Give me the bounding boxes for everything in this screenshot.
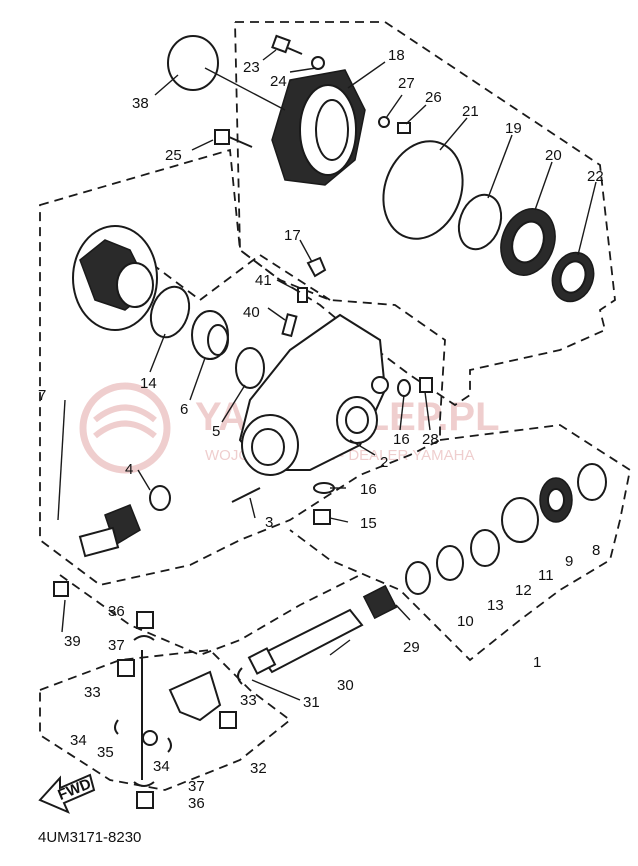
part-number: 5 xyxy=(212,423,220,440)
part-3-stud xyxy=(231,487,261,503)
part-number: 2 xyxy=(380,454,388,471)
part-number: 28 xyxy=(422,431,439,448)
part-18-bearing-housing xyxy=(271,69,366,186)
part-number: 10 xyxy=(457,613,474,630)
part-33-cap-right xyxy=(219,711,237,729)
part-number: 35 xyxy=(97,744,114,761)
part-number: 6 xyxy=(180,401,188,418)
part-7-ring-gear xyxy=(72,225,158,331)
part-41-clip xyxy=(297,287,308,303)
part-15-drain-plug xyxy=(313,509,331,525)
part-number: 1 xyxy=(533,654,541,671)
part-number: 40 xyxy=(243,304,260,321)
part-number: 34 xyxy=(153,758,170,775)
part-number: 14 xyxy=(140,375,157,392)
diagram-code: 4UM3171-8230 xyxy=(38,829,141,846)
part-5-ring xyxy=(235,347,265,389)
part-36-cap-lower xyxy=(136,791,154,809)
part-33-cap-left xyxy=(117,659,135,677)
part-number: 37 xyxy=(188,778,205,795)
part-number: 30 xyxy=(337,677,354,694)
part-number: 33 xyxy=(240,692,257,709)
part-34-circlip-right xyxy=(167,737,172,753)
part-6-needle-bearing xyxy=(191,310,229,360)
part-23-bolt xyxy=(271,34,303,55)
part-7-pinion-gear xyxy=(78,504,141,558)
part-37-circlip-lower xyxy=(133,781,155,787)
part-number: 36 xyxy=(108,603,125,620)
part-27-washer xyxy=(378,116,390,128)
part-number-labels: 1 2 3 4 5 6 7 8 9 10 11 12 13 14 15 16 1… xyxy=(38,47,604,812)
part-number: 4 xyxy=(125,461,133,478)
part-number: 3 xyxy=(265,514,273,531)
assembly-boundaries xyxy=(39,21,632,791)
part-number: 24 xyxy=(270,73,287,90)
part-8-seal xyxy=(577,463,607,501)
part-14-bearing xyxy=(149,285,191,339)
part-number: 13 xyxy=(487,597,504,614)
part-29-bearing xyxy=(362,584,398,620)
part-number: 41 xyxy=(255,272,272,289)
part-4-spacer xyxy=(149,485,171,511)
part-number: 22 xyxy=(587,168,604,185)
part-number: 33 xyxy=(84,684,101,701)
part-37-circlip-upper xyxy=(133,635,155,641)
part-38-oring xyxy=(167,35,219,91)
part-number: 39 xyxy=(64,633,81,650)
part-28-plug xyxy=(419,377,433,393)
part-number: 37 xyxy=(108,637,125,654)
part-number: 25 xyxy=(165,147,182,164)
part-number: 18 xyxy=(388,47,405,64)
part-12-oring xyxy=(470,529,500,567)
part-16-gasket-upper xyxy=(397,379,411,397)
part-number: 9 xyxy=(565,553,573,570)
part-number: 16 xyxy=(360,481,377,498)
part-number: 16 xyxy=(393,431,410,448)
part-number: 17 xyxy=(284,227,301,244)
part-11-cam xyxy=(501,497,539,543)
part-17-breather xyxy=(306,256,327,278)
part-10-bearing xyxy=(405,561,431,595)
part-2-gear-case xyxy=(238,313,389,476)
part-30-drive-shaft xyxy=(247,608,364,675)
part-32-universal-joint xyxy=(141,650,222,780)
part-26-bolt xyxy=(397,122,411,134)
part-number: 19 xyxy=(505,120,522,137)
leader-lines xyxy=(57,49,597,701)
part-number: 32 xyxy=(250,760,267,777)
part-39-nut xyxy=(53,581,69,597)
part-number: 23 xyxy=(243,59,260,76)
part-21-oring xyxy=(382,140,464,240)
part-number: 7 xyxy=(38,387,46,404)
part-number: 38 xyxy=(132,95,149,112)
part-number: 29 xyxy=(403,639,420,656)
part-number: 21 xyxy=(462,103,479,120)
part-number: 36 xyxy=(188,795,205,812)
part-number: 34 xyxy=(70,732,87,749)
part-number: 12 xyxy=(515,582,532,599)
part-31-circlip xyxy=(237,667,243,685)
part-40-pin xyxy=(281,313,298,338)
direction-label: FWD xyxy=(56,775,94,804)
part-number: 31 xyxy=(303,694,320,711)
part-number: 8 xyxy=(592,542,600,559)
part-number: 27 xyxy=(398,75,415,92)
part-25-bolt xyxy=(214,129,253,148)
part-24-washer xyxy=(311,56,325,70)
part-number: 15 xyxy=(360,515,377,532)
part-36-cap-upper xyxy=(136,611,154,629)
part-number: 11 xyxy=(538,567,554,584)
forward-arrow-icon: FWD xyxy=(38,773,96,814)
part-34-circlip-left xyxy=(114,719,119,735)
part-13-collar xyxy=(436,545,464,581)
part-number: 20 xyxy=(545,147,562,164)
part-number: 26 xyxy=(425,89,442,106)
